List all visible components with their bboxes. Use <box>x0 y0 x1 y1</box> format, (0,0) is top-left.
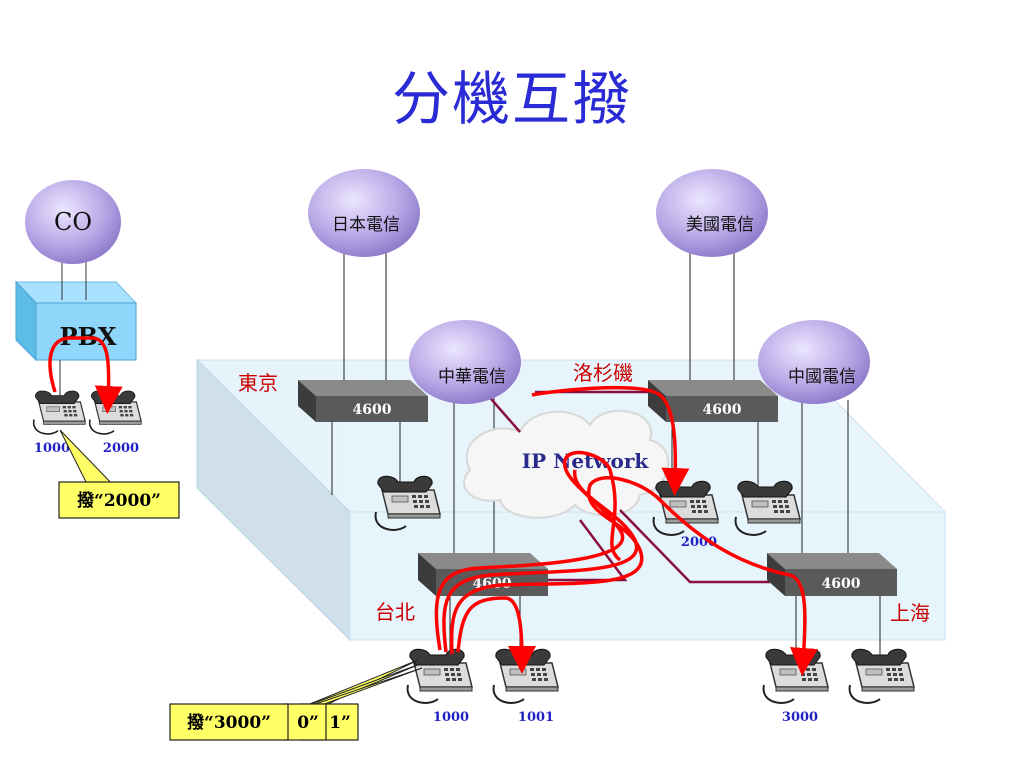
site-la-label: 洛杉磯 <box>573 361 633 385</box>
phone-taipei-1000 <box>406 648 473 704</box>
phone-shanghai-2 <box>848 648 915 704</box>
site-shanghai-label: 上海 <box>890 601 930 625</box>
cloud-ntt-label: 日本電信 <box>332 215 400 235</box>
cloud-ntt: 日本電信 <box>308 169 420 257</box>
cloud-cht-label: 中華電信 <box>438 367 506 387</box>
phone-pbx-1000 <box>32 390 86 435</box>
gateway-la-label: 4600 <box>703 402 742 418</box>
callout-pbx: 撥“2000” <box>58 429 180 519</box>
ext-pbx-1000: 1000 <box>34 441 70 456</box>
gateway-shanghai-label: 4600 <box>822 576 861 592</box>
page-title: 分機互撥 <box>391 65 632 133</box>
call-paths <box>48 336 818 676</box>
cloud-china-telecom: 中國電信 <box>758 320 870 404</box>
callout-taipei-text-3: 1” <box>329 713 351 733</box>
call-path-pbx-internal <box>48 336 123 414</box>
gateway-la: 4600 <box>648 380 778 422</box>
cloud-us-telecom: 美國電信 <box>656 169 768 257</box>
cloud-us-telecom-label: 美國電信 <box>686 215 754 235</box>
site-tokyo-label: 東京 <box>238 371 278 395</box>
callout-taipei: 1” 0” 撥“3000” <box>169 659 423 741</box>
call-path-taipei-loop-b <box>442 469 639 653</box>
call-path-taipei-to-la <box>531 385 690 496</box>
ext-taipei-1000: 1000 <box>433 710 469 725</box>
pbx-box: PBX <box>14 280 138 362</box>
call-path-taipei-to-shanghai <box>449 476 818 676</box>
phone-pbx-2000 <box>88 390 142 435</box>
cloud-cht: 中華電信 <box>409 320 521 404</box>
cloud-co: CO <box>25 180 121 264</box>
ext-taipei-1001: 1001 <box>518 710 554 725</box>
gateway-tokyo-label: 4600 <box>353 402 392 418</box>
cloud-co-label: CO <box>54 208 92 236</box>
call-path-taipei-local <box>456 596 536 674</box>
callout-taipei-text-2: 0” <box>297 713 319 733</box>
cloud-china-telecom-label: 中國電信 <box>788 367 856 387</box>
ext-shanghai-3000: 3000 <box>782 710 818 725</box>
phone-taipei-1001 <box>492 648 559 704</box>
callout-taipei-text-1: 撥“3000” <box>187 712 271 733</box>
ext-pbx-2000: 2000 <box>103 441 139 456</box>
site-taipei-label: 台北 <box>375 600 415 624</box>
gateway-tokyo: 4600 <box>298 380 428 422</box>
callout-pbx-text: 撥“2000” <box>77 490 161 511</box>
phone-shanghai-3000 <box>762 648 829 704</box>
